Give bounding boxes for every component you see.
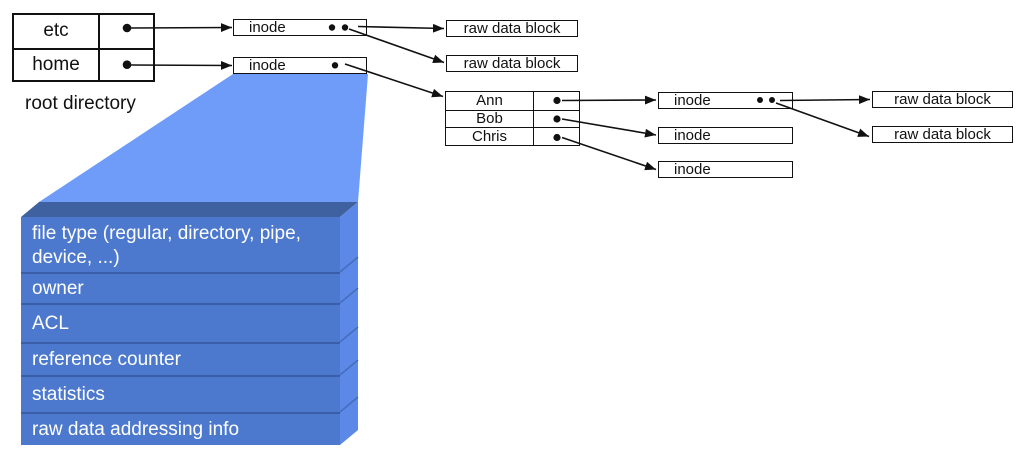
stack-top-face [21,202,358,217]
table-row: etc [14,15,153,48]
dir-entry-name: Chris [446,128,534,145]
raw-data-block-3: raw data block [872,91,1013,108]
inode-field-raw-data-addressing: raw data addressing info [21,412,340,445]
table-row: home [14,47,153,81]
dir-entry-name: home [14,49,100,80]
table-row: Chris [446,127,579,145]
inode-box-label: inode [249,19,286,36]
raw-data-block-label: raw data block [463,20,561,37]
arrow-inode-etc-to-raw1 [357,23,445,33]
inode-box-chris: inode [658,161,793,178]
inode-box-bob: inode [658,127,793,144]
dir-entry-pointer-cell [100,15,153,48]
raw-data-block-label: raw data block [894,91,991,108]
inode-box-etc: inode [233,19,367,36]
inode-structure-detail: file type (regular, directory, pipe, dev… [21,217,340,445]
inode-box-label: inode [674,92,711,109]
dir-entry-name: etc [14,15,100,48]
dir-entry-pointer-cell [534,111,579,128]
table-row: Bob [446,109,579,128]
stack-side-row-edges [339,256,359,413]
table-row: Ann [446,92,579,110]
raw-data-block-4: raw data block [872,126,1013,143]
dir-entry-pointer-cell [534,128,579,145]
stack-right-face [340,202,358,445]
inode-box-ann: inode [658,92,793,109]
dir-entry-pointer-cell [534,92,579,110]
root-directory-label: root directory [25,93,136,114]
inode-box-label: inode [674,127,711,144]
dir-entry-pointer-cell [100,50,153,81]
root-directory-table: etc home [12,13,155,82]
dir-entry-name: Ann [446,92,534,110]
inode-field-statistics: statistics [21,375,340,412]
inode-box-label: inode [674,161,711,178]
raw-data-block-1: raw data block [446,20,578,37]
inode-box-home: inode [233,57,367,74]
inode-field-acl: ACL [21,303,340,342]
inode-field-reference-counter: reference counter [21,342,340,375]
raw-data-block-label: raw data block [894,126,991,143]
inode-box-label: inode [249,57,286,74]
raw-data-block-2: raw data block [446,55,578,72]
arrow-inode-ann-to-raw3 [779,95,871,105]
inode-field-owner: owner [21,272,340,303]
home-directory-table: Ann Bob Chris [445,91,580,146]
dir-entry-name: Bob [446,110,534,128]
raw-data-block-label: raw data block [463,55,561,72]
inode-field-file-type: file type (regular, directory, pipe, dev… [32,223,301,268]
